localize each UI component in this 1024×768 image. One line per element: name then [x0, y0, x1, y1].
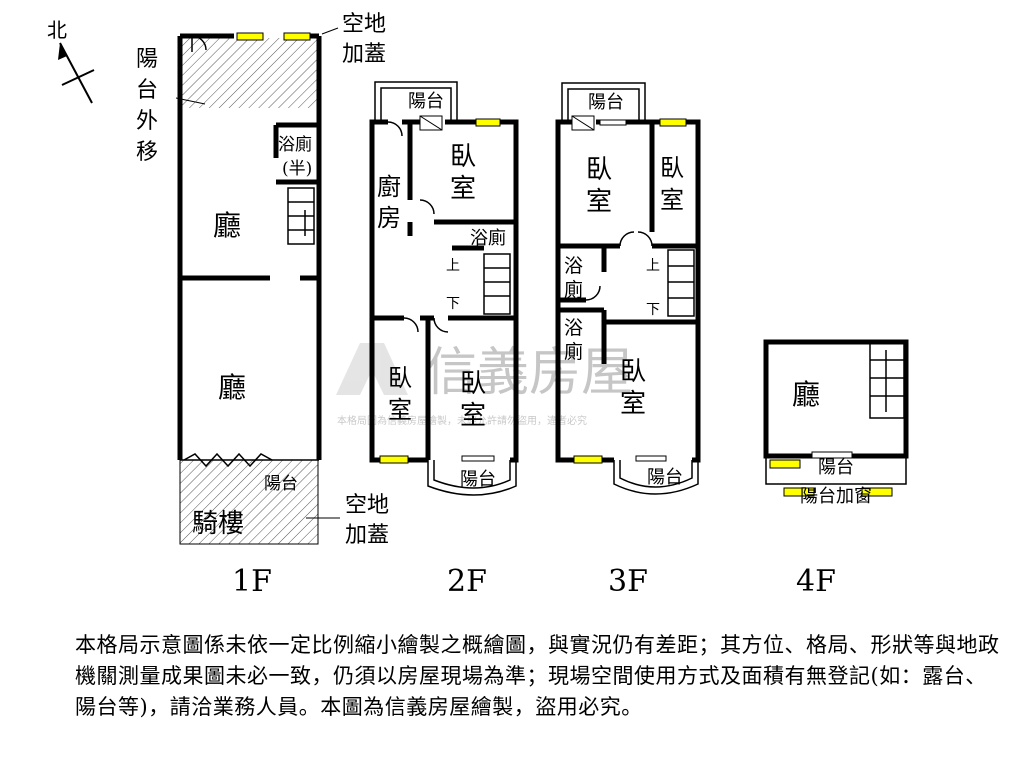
half-bath-label: 浴廁 (半): [278, 134, 317, 179]
stair-up-label: 上: [646, 258, 660, 274]
floor-2f: 陽台 廚 房 臥 室 浴廁 上 下 臥 室 臥 室 陽台 2F: [369, 81, 519, 599]
balcony-bottom-label: 陽台: [460, 469, 496, 490]
stair-down-label: 下: [446, 296, 460, 312]
floor-4f: 廳 陽台 陽台加窗 4F: [763, 339, 909, 599]
balcony-shift-label: 陽 台 外 移: [136, 47, 165, 165]
hall-lower-label: 廳: [218, 371, 246, 404]
window-icon: [573, 455, 603, 464]
floor-caption-4f: 4F: [796, 564, 836, 599]
bedroom-se-label: 臥 室: [460, 369, 494, 431]
watermark: 信義房屋 本格局圖為信義房屋繪製，未經允許請勿盜用，違者必究: [336, 343, 633, 427]
balcony-top-label: 陽台: [408, 91, 444, 112]
hall-upper-label: 廳: [213, 209, 241, 242]
floor-caption-1f: 1F: [232, 564, 272, 599]
window-icon: [236, 32, 264, 41]
window-icon: [475, 118, 501, 127]
bedroom-s-label: 臥 室: [620, 357, 654, 419]
window-icon: [599, 119, 627, 126]
bath-lower-label: 浴 廁: [564, 317, 589, 363]
window-icon: [769, 459, 801, 469]
top-added-structure-label: 空地 加蓋: [342, 12, 393, 67]
balcony-window-label: 陽台加窗: [800, 486, 872, 507]
window-icon: [783, 487, 815, 497]
stair-up-label: 上: [446, 258, 460, 274]
balcony-top-label: 陽台: [588, 92, 624, 113]
bedroom-sw-label: 臥 室: [388, 364, 420, 424]
floor-1f: 陽 台 外 移 空地 加蓋 浴廁 (半) 廳 廳 陽台 騎樓 空地 加蓋 1F: [136, 12, 396, 599]
balcony-bottom-label: 陽台: [647, 467, 683, 488]
kitchen-label: 廚 房: [377, 173, 409, 232]
disclaimer-text: 本格局示意圖係未依一定比例縮小繪製之概繪圖，與實況仍有差距；其方位、格局、形狀等…: [75, 633, 1000, 719]
window-icon: [283, 32, 311, 41]
bottom-added-structure-label: 空地 加蓋: [345, 493, 396, 548]
north-compass: 北: [47, 18, 95, 104]
watermark-notice: 本格局圖為信義房屋繪製，未經允許請勿盜用，違者必究: [337, 414, 587, 427]
bedroom-nw-label: 臥 室: [586, 155, 620, 217]
window-icon: [659, 118, 687, 127]
balcony-label: 陽台: [264, 474, 298, 494]
window-icon: [379, 455, 409, 464]
bath-label: 浴廁: [470, 227, 506, 249]
window-icon: [635, 455, 667, 462]
watermark-brand: 信義房屋: [425, 343, 633, 403]
window-icon: [811, 451, 853, 459]
arcade-hatch: [180, 460, 318, 544]
arcade-label: 騎樓: [192, 509, 244, 539]
balcony-label: 陽台: [818, 457, 854, 478]
floor-3f: 陽台 臥 室 臥 室 浴 廁 浴 廁 上 下 臥 室 陽台 3F: [555, 82, 701, 599]
bedroom-ne-label: 臥 室: [450, 142, 484, 204]
north-arrow-icon: [58, 43, 67, 60]
balcony-shift-hatch: [180, 38, 318, 108]
bath-upper-label: 浴 廁: [564, 255, 589, 301]
window-icon: [861, 487, 893, 497]
hall-label: 廳: [792, 378, 820, 411]
floor-caption-2f: 2F: [447, 564, 487, 599]
bedroom-ne-label: 臥 室: [660, 154, 692, 214]
window-icon: [461, 455, 495, 462]
north-label: 北: [47, 18, 67, 42]
stair-down-label: 下: [646, 302, 660, 318]
floor-caption-3f: 3F: [608, 564, 648, 599]
